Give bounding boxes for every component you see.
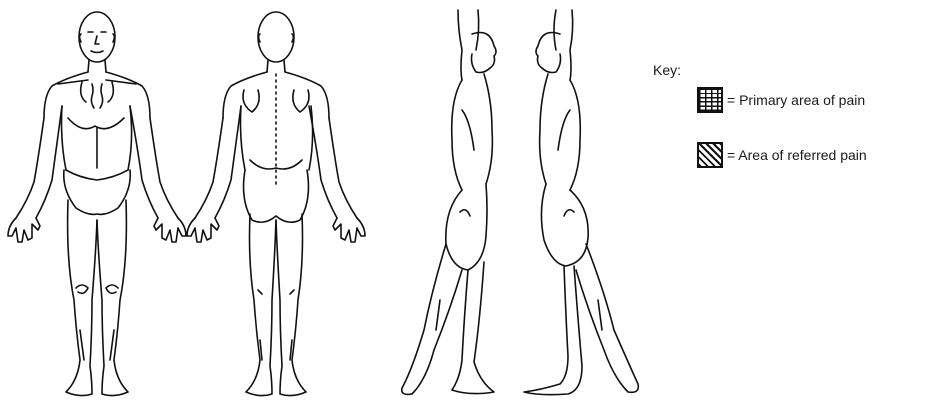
key-item-primary-pain: = Primary area of pain — [697, 87, 865, 113]
diagonal-hatch-icon — [697, 142, 723, 168]
key-label-referred-pain: = Area of referred pain — [727, 147, 867, 163]
key-label-primary-pain: = Primary area of pain — [727, 92, 865, 108]
key-item-referred-pain: = Area of referred pain — [697, 142, 867, 168]
grid-pattern-icon — [697, 87, 723, 113]
key-title: Key: — [653, 62, 681, 78]
